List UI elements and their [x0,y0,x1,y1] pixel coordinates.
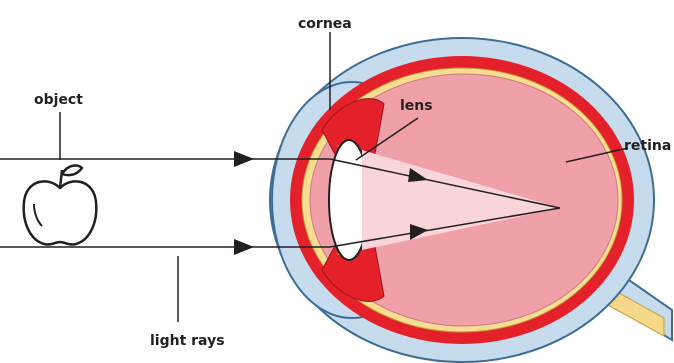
label-retina: retina [624,138,671,154]
apple-leaf [62,166,82,176]
ray-upper-arrow-1 [234,151,254,167]
ray-lower-arrow-1 [234,239,254,255]
label-cornea: cornea [298,16,352,32]
label-object: object [34,92,83,108]
apple-icon [24,166,97,245]
label-light-rays: light rays [150,333,225,349]
label-lens: lens [400,98,433,114]
